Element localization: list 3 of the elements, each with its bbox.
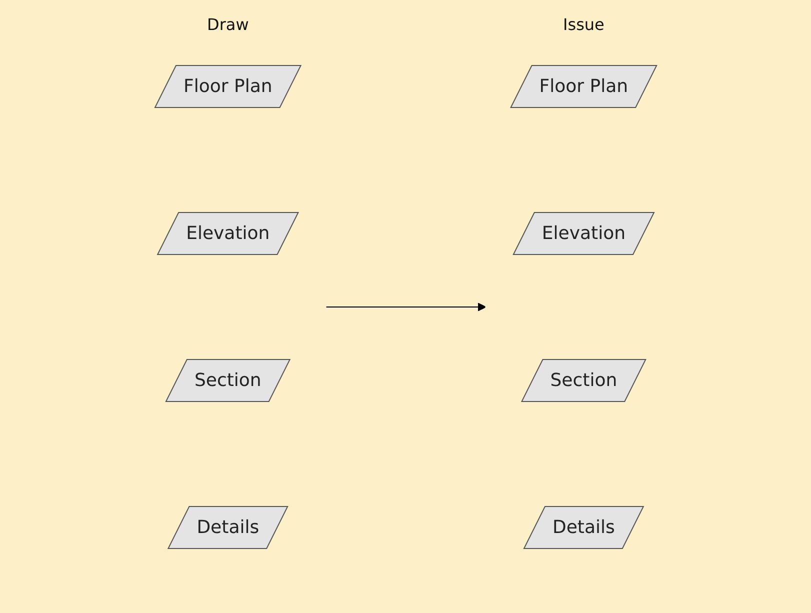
- arrow: [325, 302, 486, 311]
- node-text: Issue: [562, 14, 604, 34]
- node-text: Draw: [206, 14, 248, 34]
